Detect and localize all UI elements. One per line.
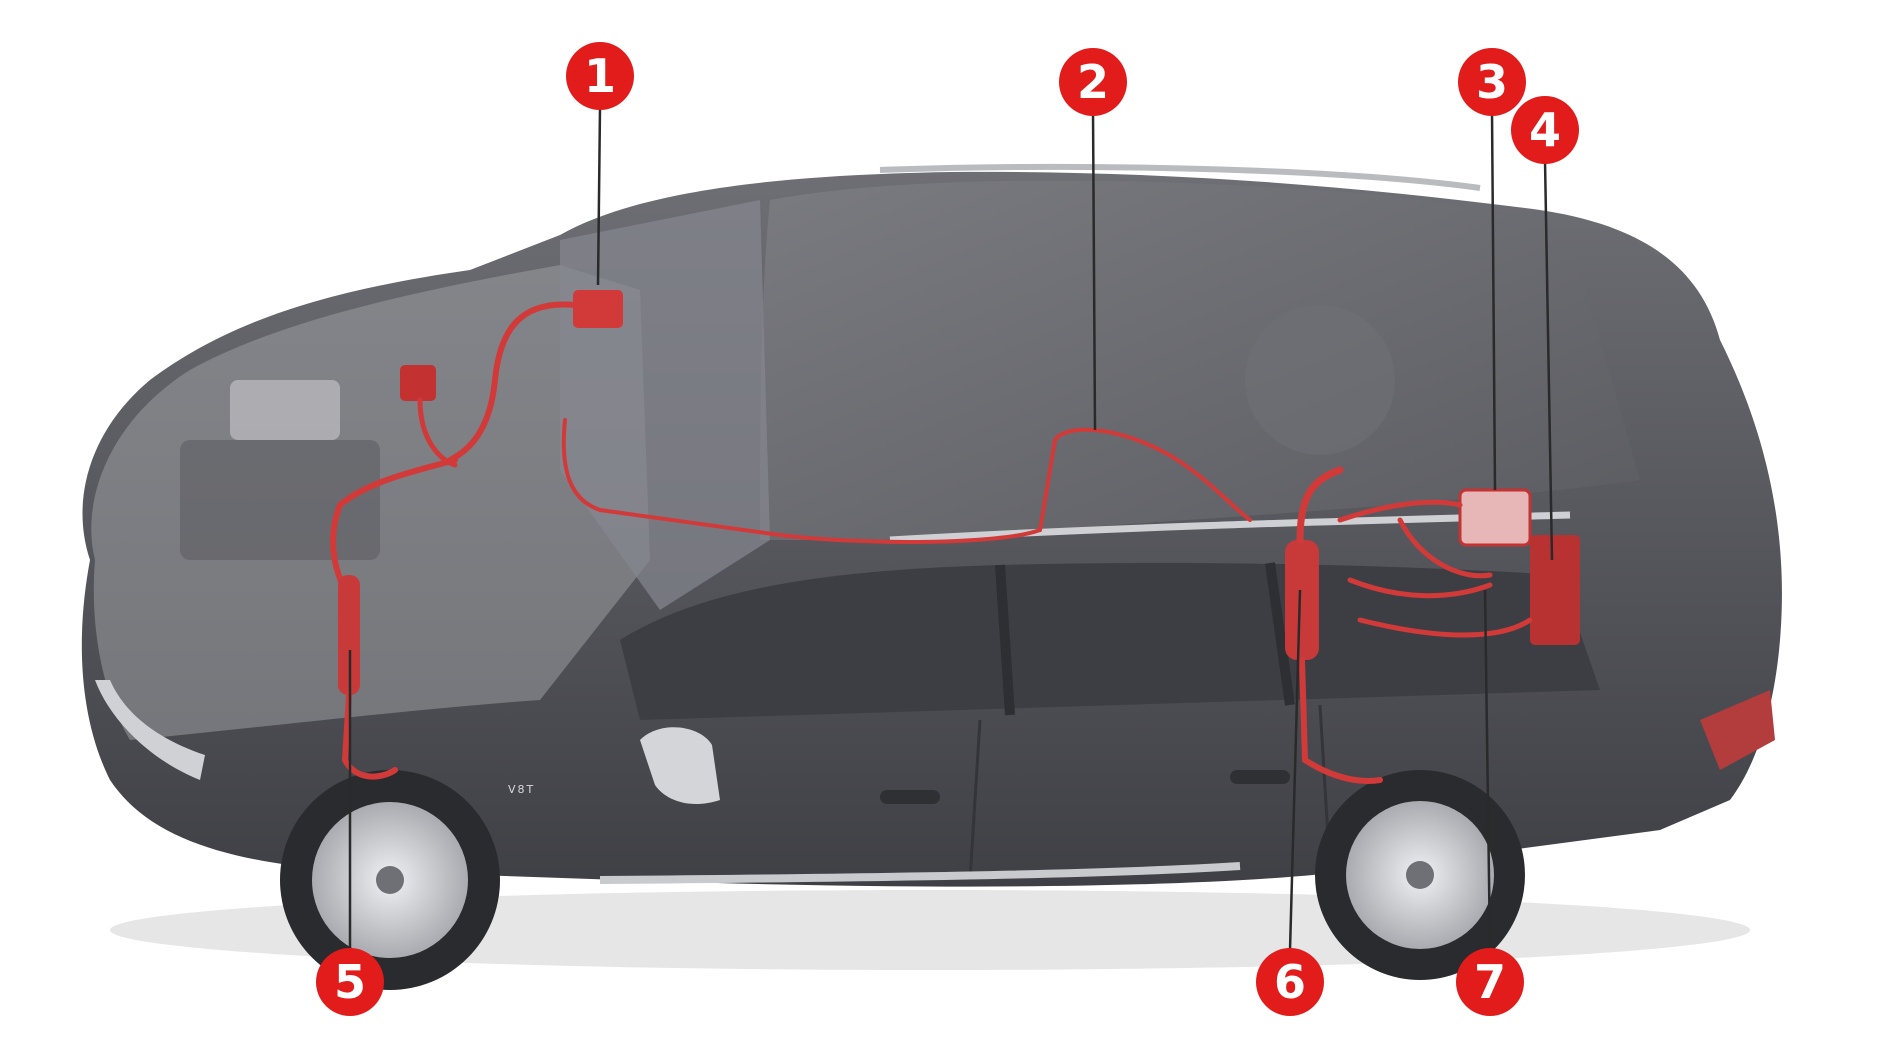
leader-lines <box>348 107 1554 951</box>
side-windows <box>620 563 1600 720</box>
callout-1-label: 1 <box>584 49 616 103</box>
component-small-box <box>400 365 436 401</box>
component-4 <box>1530 535 1580 645</box>
callout-2: 2 <box>1059 48 1127 116</box>
rear-wheel <box>1315 770 1525 980</box>
callout-4-label: 4 <box>1529 103 1561 157</box>
component-1 <box>573 290 623 328</box>
callout-3-label: 3 <box>1476 55 1508 109</box>
callout-6: 6 <box>1256 948 1324 1016</box>
component-5 <box>338 575 360 695</box>
tail-light <box>1700 690 1775 770</box>
callout-5: 5 <box>316 948 384 1016</box>
car-cutaway-illustration: V8T <box>81 163 1782 990</box>
callout-3: 3 <box>1458 48 1526 116</box>
callout-1: 1 <box>566 42 634 110</box>
model-badge: V8T <box>508 783 535 796</box>
front-wheel <box>280 770 500 990</box>
headlight <box>95 680 205 780</box>
side-mirror <box>640 727 720 805</box>
callout-7: 7 <box>1456 948 1524 1016</box>
component-6 <box>1285 540 1319 660</box>
red-component-highlight <box>330 290 1580 784</box>
car-roof <box>760 180 1640 540</box>
callout-4: 4 <box>1511 96 1579 164</box>
callout-2-label: 2 <box>1077 55 1109 109</box>
callout-6-label: 6 <box>1274 955 1306 1009</box>
component-3 <box>1458 488 1532 547</box>
callout-7-label: 7 <box>1474 955 1506 1009</box>
callout-5-label: 5 <box>334 955 366 1009</box>
